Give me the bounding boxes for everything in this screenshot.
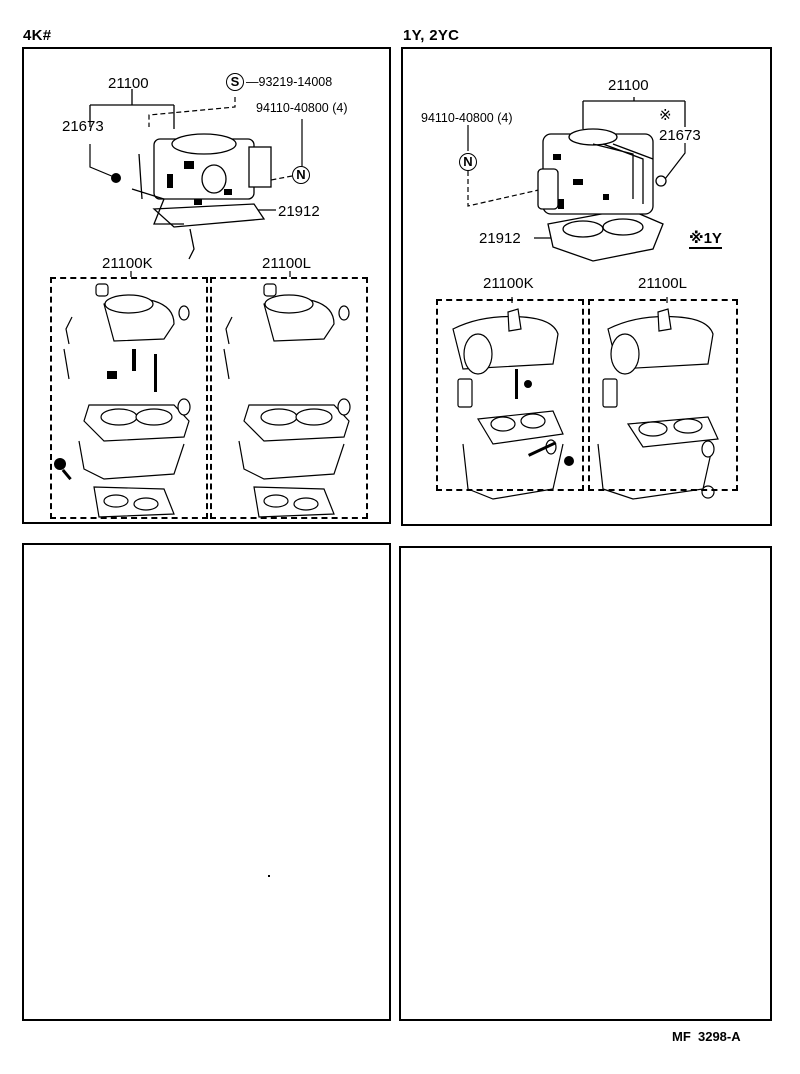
- note-1y: ※1Y: [689, 230, 722, 249]
- section-title-1y-2yc: 1Y, 2YC: [403, 27, 460, 44]
- kit-box-21100l: [210, 277, 368, 519]
- part-label-21912: 21912: [278, 203, 320, 220]
- part-label-94110-40800: 94110-40800 (4): [256, 101, 348, 115]
- part-label-94110-40800: 94110-40800 (4): [421, 111, 513, 125]
- symbol-n-icon: N: [459, 153, 477, 171]
- symbol-s-icon: S: [226, 73, 244, 91]
- part-label-93219-14008: —93219-14008: [246, 75, 333, 89]
- kit-box-21100k: [50, 277, 208, 519]
- asterisk-mark-icon: ※: [659, 107, 672, 124]
- panel-empty-right: [399, 546, 772, 1021]
- panel-4k-carburetor: 21100 S —93219-14008 94110-40800 (4) 216…: [22, 47, 391, 524]
- kit-label-21100l: 21100L: [638, 275, 687, 292]
- speck: [268, 875, 270, 877]
- part-label-21100: 21100: [608, 77, 649, 94]
- part-label-21912: 21912: [479, 230, 521, 247]
- panel-1y-2yc-carburetor: 21100 94110-40800 (4) ※ 21673 N 21912 ※1…: [401, 47, 772, 526]
- kit-label-21100l: 21100L: [262, 255, 311, 272]
- part-label-21673: 21673: [62, 118, 104, 135]
- kit-label-21100k: 21100K: [483, 275, 534, 292]
- carburetor-1y-drawing: [452, 97, 719, 500]
- kit-box-21100k: [436, 299, 584, 491]
- kit-box-21100l: [588, 299, 738, 491]
- carburetor-4k-drawing: [54, 89, 351, 518]
- part-label-21100: 21100: [108, 75, 149, 92]
- kit-label-21100k: 21100K: [102, 255, 153, 272]
- part-label-21673: 21673: [659, 127, 701, 144]
- panel-empty-left: [22, 543, 391, 1021]
- drawing-code: MF 3298-A: [672, 1029, 741, 1044]
- symbol-n-icon: N: [292, 166, 310, 184]
- section-title-4k: 4K#: [23, 27, 52, 44]
